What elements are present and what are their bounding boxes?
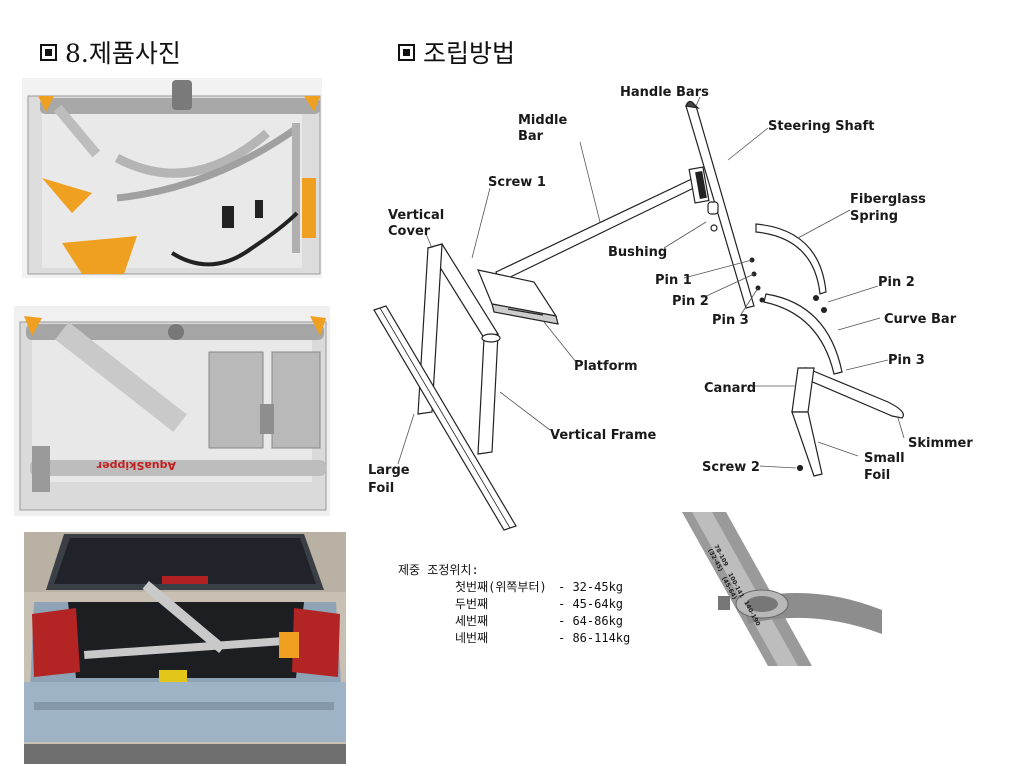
weight-row: 두번째 - 45-64kg — [398, 596, 630, 613]
fiberglass-label-1: Fiberglass — [850, 192, 926, 207]
adjustment-closeup: 78-109 (32-45) 100-141 (45-64) 140-190 — [682, 512, 882, 666]
car-trunk-photo — [24, 532, 346, 764]
weight-title: 제중 조정위치: — [398, 563, 479, 577]
weight-range: - 64-86kg — [558, 614, 624, 628]
pin-1-label: Pin 1 — [655, 273, 692, 288]
box-brand-label: AquaSkipper — [96, 459, 176, 472]
platform-label: Platform — [574, 359, 638, 374]
pin-2-right-label: Pin 2 — [878, 275, 915, 290]
screw-1-label: Screw 1 — [488, 175, 546, 190]
product-photos-title: 8.제품사진 — [65, 39, 181, 68]
pin-3-right-label: Pin 3 — [888, 353, 925, 368]
handle-bars-label: Handle Bars — [620, 85, 709, 100]
vertical-frame-label: Vertical Frame — [550, 428, 656, 443]
assembly-heading: 조립방법 — [398, 34, 515, 70]
square-bullet-icon — [40, 43, 57, 61]
assembly-diagram: Handle Bars Middle Bar Steering Shaft Sc… — [368, 72, 988, 542]
vertical-cover-label-1: Vertical — [388, 208, 444, 223]
box-top-photo — [22, 78, 322, 278]
weight-adjustment-list: 제중 조정위치: 첫번째(위쪽부터) - 32-45kg 두번째 - 45-64… — [398, 562, 630, 647]
pin-2-left-label: Pin 2 — [672, 294, 709, 309]
weight-row: 세번째 - 64-86kg — [398, 613, 630, 630]
canard-label: Canard — [704, 381, 756, 396]
box-bottom-photo: AquaSkipper — [14, 306, 330, 516]
bushing-label: Bushing — [608, 245, 667, 260]
weight-row: 네번째 - 86-114kg — [398, 630, 630, 647]
weight-position: 네번째 — [455, 631, 489, 645]
skimmer-label: Skimmer — [908, 436, 973, 451]
small-foil-label-1: Small — [864, 451, 905, 466]
square-bullet-icon — [398, 43, 415, 61]
weight-range: - 86-114kg — [558, 631, 631, 645]
weight-position: 첫번째(위쪽부터) — [455, 580, 547, 594]
product-photos-heading: 8.제품사진 — [40, 34, 181, 70]
weight-position: 두번째 — [455, 597, 489, 611]
large-foil-label-2: Foil — [368, 481, 394, 496]
middle-bar-label-2: Bar — [518, 129, 544, 144]
weight-position: 세번째 — [455, 614, 489, 628]
small-foil-label-2: Foil — [864, 468, 890, 483]
weight-range: - 45-64kg — [558, 597, 624, 611]
fiberglass-label-2: Spring — [850, 209, 898, 224]
assembly-title: 조립방법 — [423, 39, 516, 68]
steering-shaft-label: Steering Shaft — [768, 119, 874, 134]
screw-2-label: Screw 2 — [702, 460, 760, 475]
pin-3-left-label: Pin 3 — [712, 313, 749, 328]
middle-bar-label-1: Middle — [518, 113, 567, 128]
curve-bar-label: Curve Bar — [884, 312, 957, 327]
weight-row: 첫번째(위쪽부터) - 32-45kg — [398, 579, 630, 596]
weight-range: - 32-45kg — [558, 580, 624, 594]
large-foil-label-1: Large — [368, 463, 410, 478]
vertical-cover-label-2: Cover — [388, 224, 431, 239]
